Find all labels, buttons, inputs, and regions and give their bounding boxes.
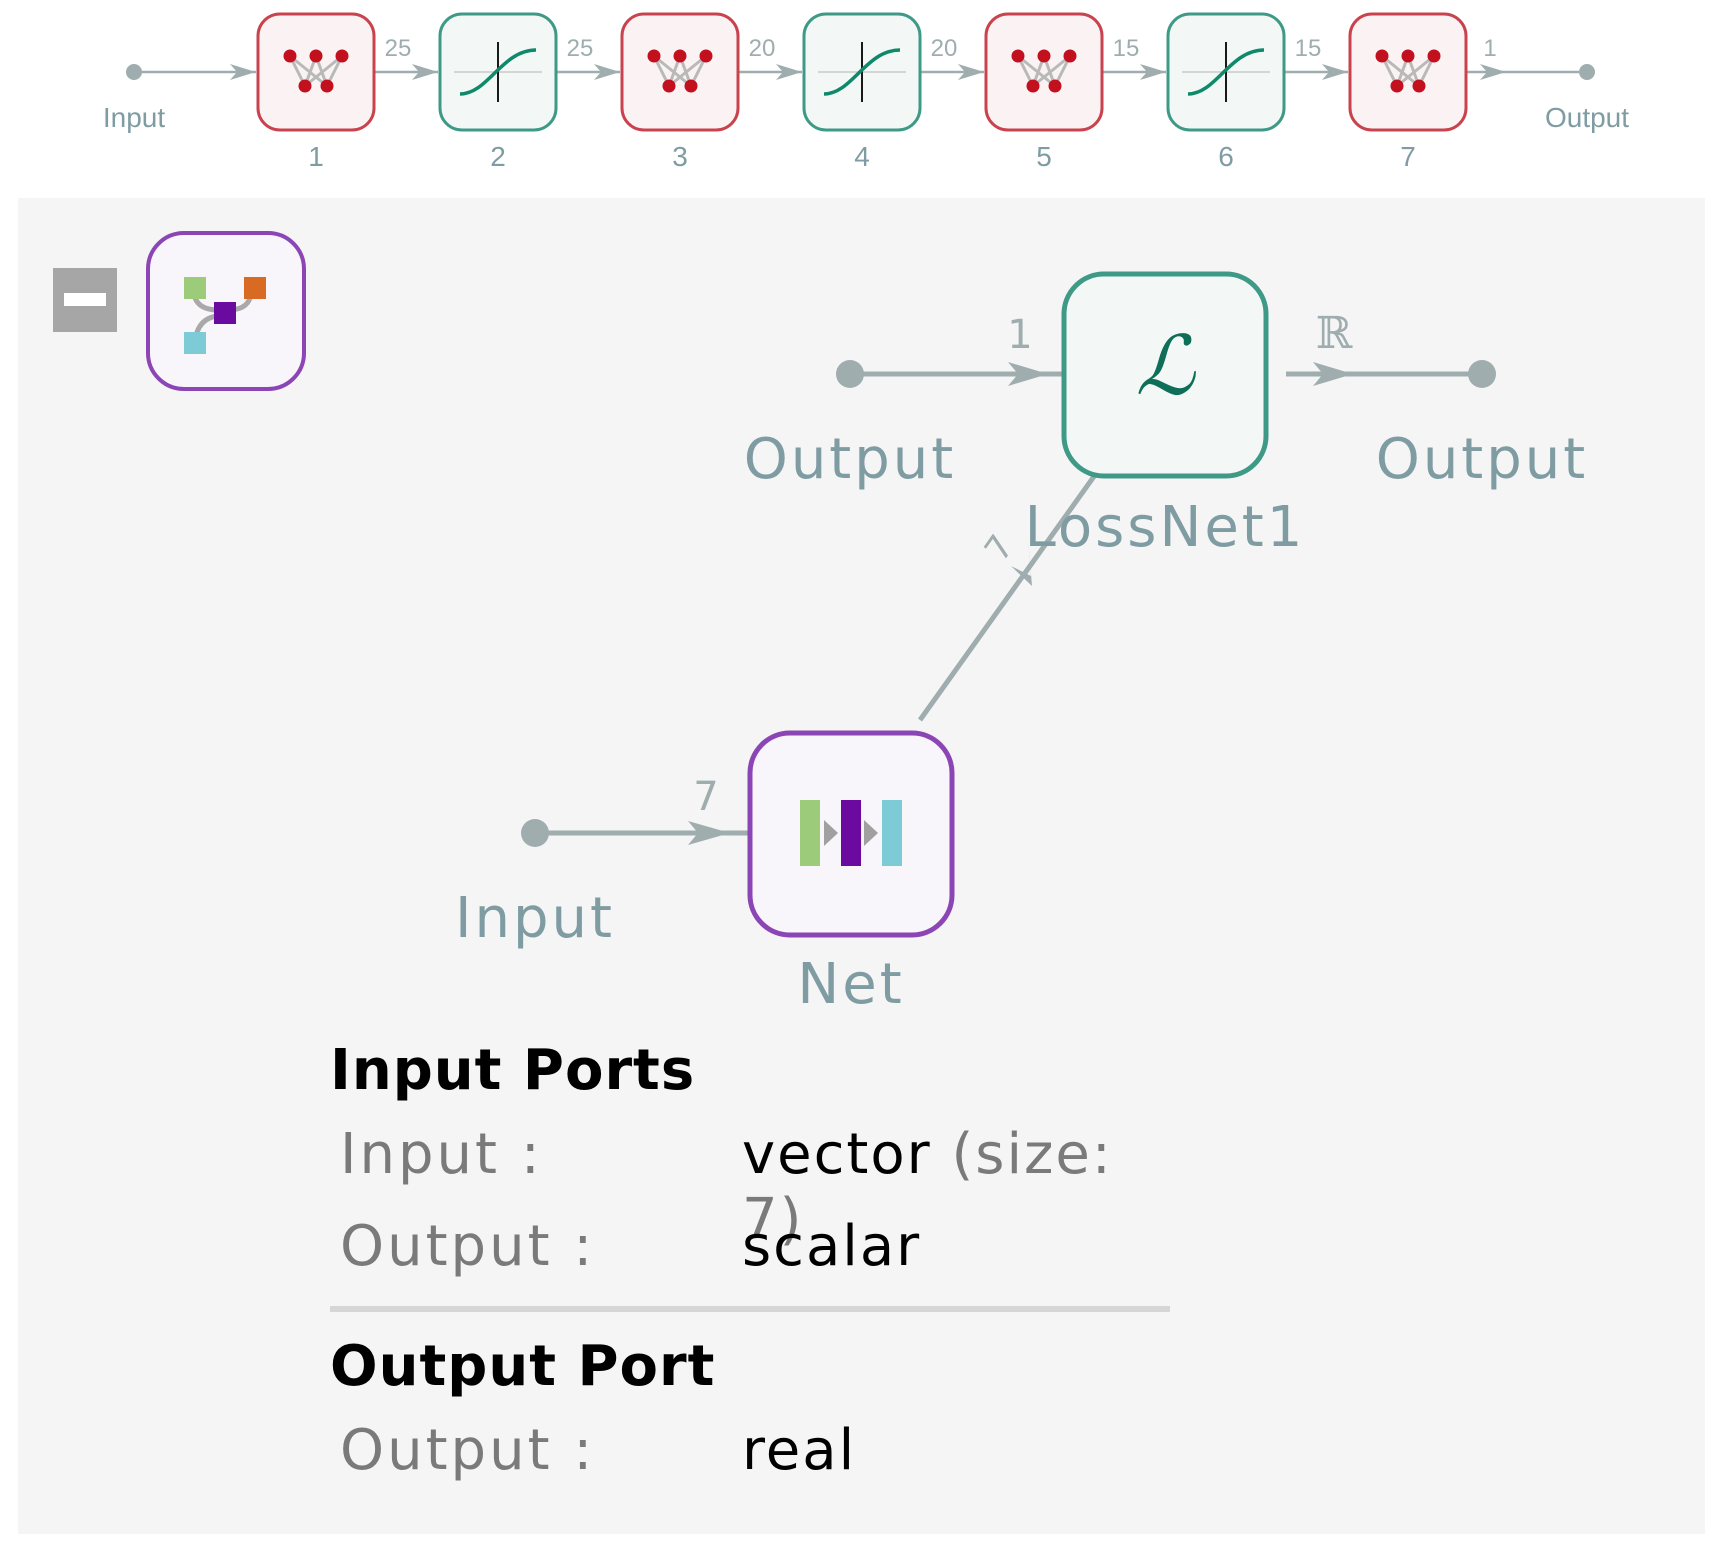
linear-layer-icon — [283, 49, 349, 93]
linear-layer-node[interactable]: 1 — [256, 12, 376, 172]
linear-layer-node[interactable]: 7 — [1348, 12, 1468, 172]
sigmoid-icon — [454, 42, 542, 102]
chain-arrowhead — [1140, 64, 1166, 80]
arrowhead — [1313, 362, 1353, 386]
port-key: Input : — [340, 1122, 543, 1187]
chain-arrowhead — [776, 64, 802, 80]
arrowhead — [1008, 362, 1048, 386]
collapse-button[interactable] — [53, 268, 117, 332]
port-key: Output : — [340, 1418, 596, 1483]
net-input-label: Input — [455, 886, 615, 951]
linear-layer-icon — [1375, 49, 1441, 93]
net-to-loss-size: 7 — [977, 528, 1022, 569]
linear-layer-node[interactable]: 3 — [620, 12, 740, 172]
chain-edge-size: 15 — [1295, 35, 1322, 62]
port-value: vector (size: 7) — [742, 1122, 1113, 1252]
net-label: Net — [797, 952, 904, 1017]
chain-edge-size: 20 — [749, 35, 776, 62]
chain-arrowhead — [230, 64, 256, 80]
sigmoid-icon — [1182, 42, 1270, 102]
chain-edge-size: 25 — [385, 35, 412, 62]
sigmoid-layer-node[interactable]: 2 — [438, 12, 558, 172]
chain-edge-size: 1 — [1483, 35, 1496, 62]
net-input-size: 7 — [693, 774, 718, 820]
loss-input-size: 1 — [1007, 312, 1032, 358]
edge-net-to-loss — [917, 466, 1103, 722]
port-row-input: Input : vector (size: 7) — [330, 1114, 1170, 1252]
chain-input-label: Input — [103, 102, 165, 133]
layer-index-label: 4 — [854, 141, 870, 172]
chain-network-icon — [800, 800, 902, 866]
chain-input-port[interactable] — [126, 64, 142, 80]
linear-layer-icon — [1011, 49, 1077, 93]
loss-output-port[interactable] — [1468, 360, 1496, 388]
loss-input-port[interactable] — [836, 360, 864, 388]
chain-output-label: Output — [1545, 102, 1629, 133]
loss-output-label: Output — [1376, 427, 1589, 492]
chain-edge-size: 20 — [931, 35, 958, 62]
chain-arrowhead — [958, 64, 984, 80]
port-value: scalar — [742, 1214, 922, 1279]
net-input-port[interactable] — [521, 819, 549, 847]
input-ports-heading: Input Ports — [330, 1038, 696, 1103]
graph-panel: 1 ℝ 7 7 ℒ Output Output LossNet1 Input N… — [18, 198, 1705, 1534]
loss-output-size: ℝ — [1316, 308, 1353, 359]
chain-arrowhead — [412, 64, 438, 80]
layer-index-label: 5 — [1036, 141, 1052, 172]
chain-arrowhead — [594, 64, 620, 80]
linear-layer-icon — [647, 49, 713, 93]
chain-edge-size: 15 — [1113, 35, 1140, 62]
lossnet1-node[interactable]: ℒ — [1061, 271, 1269, 479]
lossnet1-label: LossNet1 — [1025, 495, 1306, 560]
minus-icon — [64, 293, 106, 306]
layer-chain: 25 25 20 20 15 15 1 1 2 3 4 5 6 7 Input Output — [103, 12, 1629, 172]
sigmoid-icon — [818, 42, 906, 102]
loss-input-label: Output — [744, 427, 957, 492]
chain-arrowhead — [1322, 64, 1348, 80]
network-graph-icon[interactable] — [146, 231, 306, 391]
arrowhead — [688, 821, 730, 845]
port-row-output-port: Output : real — [330, 1410, 1170, 1502]
net-node[interactable] — [747, 730, 955, 938]
output-port-heading: Output Port — [330, 1334, 716, 1399]
divider — [330, 1306, 1170, 1312]
loss-symbol-icon: ℒ — [1135, 319, 1196, 414]
port-key: Output : — [340, 1214, 596, 1279]
layer-index-label: 6 — [1218, 141, 1234, 172]
chain-output-port[interactable] — [1579, 64, 1595, 80]
port-row-output: Output : scalar — [330, 1206, 1170, 1298]
linear-layer-node[interactable]: 5 — [984, 12, 1104, 172]
layer-index-label: 2 — [490, 141, 506, 172]
sigmoid-layer-node[interactable]: 6 — [1166, 12, 1286, 172]
chain-arrowhead — [1480, 64, 1506, 80]
ports-summary: Input Ports Input : vector (size: 7) Out… — [330, 1038, 1170, 1502]
arrowhead — [1011, 538, 1032, 586]
layer-index-label: 7 — [1400, 141, 1416, 172]
layer-index-label: 3 — [672, 141, 688, 172]
sigmoid-layer-node[interactable]: 4 — [802, 12, 922, 172]
layer-index-label: 1 — [308, 141, 324, 172]
chain-edge-size: 25 — [567, 35, 594, 62]
port-value: real — [742, 1418, 857, 1483]
